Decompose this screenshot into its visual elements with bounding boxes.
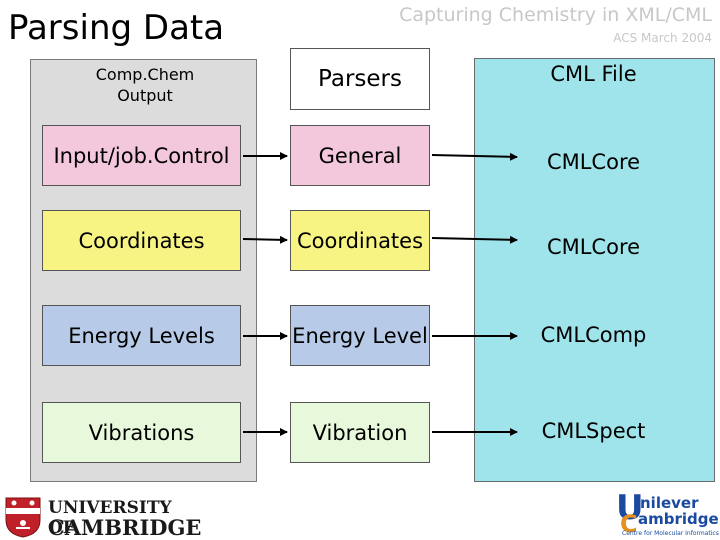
unilever-logo-line1: nilever (640, 494, 699, 512)
unilever-cambridge-logo: U C nilever ambridge Centre for Molecula… (614, 490, 720, 540)
parser-energy-level: Energy Level (290, 305, 430, 366)
arrow-general-to-cmlcore (431, 152, 518, 161)
source-item-energy-levels: Energy Levels (42, 305, 241, 366)
page-title: Parsing Data (8, 8, 225, 48)
arrow-coordinates-to-parser (242, 235, 288, 244)
cambridge-shield-icon (5, 497, 41, 538)
parsers-header: Parsers (290, 48, 430, 110)
unilever-logo-line2: ambridge (638, 510, 719, 528)
unilever-c-icon: C (620, 510, 638, 538)
unilever-logo-line3: Centre for Molecular Informatics (622, 530, 719, 537)
cml-item-comp: CMLComp (540, 323, 647, 347)
cambridge-logo: UNIVERSITY OF CAMBRIDGE (4, 496, 201, 540)
arrow-coordinates-to-cmlcore (431, 235, 518, 244)
unilever-u-icon: U (616, 488, 644, 528)
parser-general: General (290, 125, 430, 186)
header-subtitle: ACS March 2004 (613, 31, 712, 45)
cml-item-core-2: CMLCore (546, 235, 641, 259)
source-item-vibrations: Vibrations (42, 402, 241, 463)
cml-header: CML File (550, 62, 637, 86)
source-item-coordinates: Coordinates (42, 210, 241, 271)
parser-coordinates: Coordinates (290, 210, 430, 271)
cambridge-logo-line1: UNIVERSITY OF (48, 498, 172, 538)
source-item-input-job-control: Input/job.Control (42, 125, 241, 186)
parser-vibration: Vibration (290, 402, 430, 463)
cml-item-spect: CMLSpect (541, 419, 646, 443)
cml-panel (474, 58, 715, 482)
header-title: Capturing Chemistry in XML/CML (399, 4, 712, 26)
cml-item-core-1: CMLCore (546, 150, 641, 174)
source-panel-label: Comp.Chem Output (95, 65, 195, 105)
cambridge-logo-line2: CAMBRIDGE (48, 515, 202, 540)
